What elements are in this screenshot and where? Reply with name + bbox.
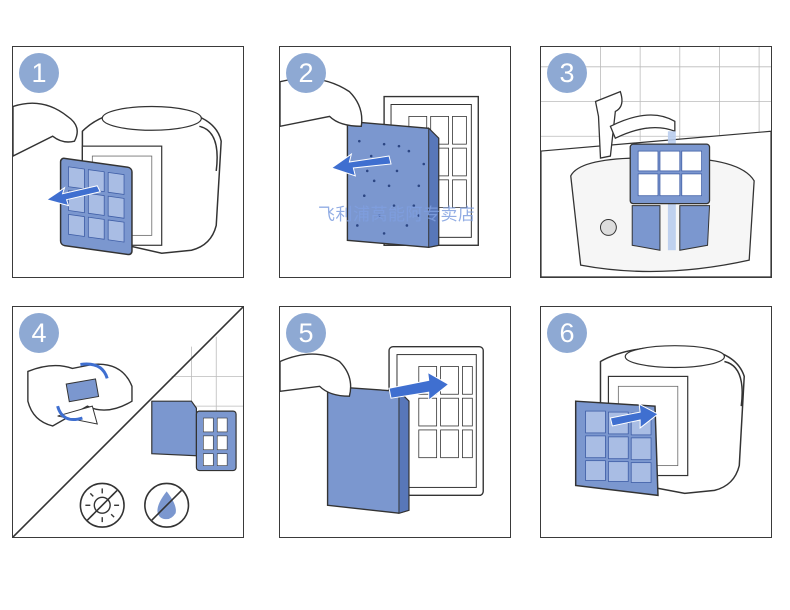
step-number-badge: 5: [286, 313, 326, 353]
step-number-badge: 3: [547, 53, 587, 93]
step-3-panel: 3: [540, 46, 772, 278]
twist-arrow-icon: [56, 405, 83, 422]
step-6-panel: 6: [540, 306, 772, 538]
hand-icon: [280, 353, 352, 397]
step-number-badge: 2: [286, 53, 326, 93]
watermark-text: 飞利浦莴能阿专卖店: [318, 205, 476, 225]
hepa-filter: [59, 157, 133, 256]
hand-icon: [13, 102, 78, 157]
step-5-panel: 5: [279, 306, 511, 538]
hepa-filter: [629, 143, 711, 205]
step-3-illustration: [541, 47, 771, 277]
no-water-icon: [144, 482, 190, 528]
hepa-filter: [195, 410, 237, 472]
faucet-icon: [594, 90, 623, 159]
step-4-illustration: [13, 307, 243, 537]
arrow-icon: [609, 403, 659, 429]
arrow-icon: [330, 152, 392, 177]
step-number-badge: 6: [547, 313, 587, 353]
arrow-icon: [45, 185, 101, 207]
step-1-illustration: [13, 102, 222, 256]
step-number-badge: 4: [19, 313, 59, 353]
step-5-illustration: [280, 345, 484, 514]
foam-filter: [326, 385, 410, 514]
arrow-icon: [388, 371, 450, 402]
step-4-panel: 4: [12, 306, 244, 538]
step-2-illustration: [280, 77, 479, 248]
step-number-badge: 1: [19, 53, 59, 93]
hepa-filter: [574, 400, 659, 497]
step-2-panel: 2: [279, 46, 511, 278]
foam-filter: [346, 120, 440, 248]
step-6-illustration: [574, 345, 745, 497]
no-sun-icon: [79, 482, 125, 528]
twist-arrow-icon: [80, 362, 109, 379]
step-1-panel: 1: [12, 46, 244, 278]
foam-filter: [151, 400, 197, 457]
